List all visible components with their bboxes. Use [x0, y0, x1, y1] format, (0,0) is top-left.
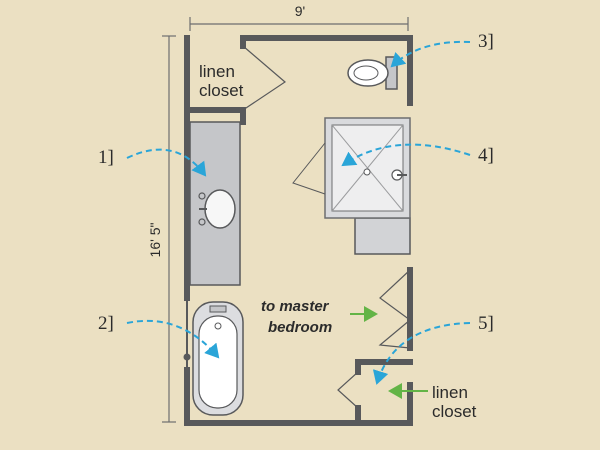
linen-closet-top-label-2: closet — [199, 81, 244, 100]
linen-closet-bottom-label-2: closet — [432, 402, 477, 421]
width-dimension-label: 9' — [295, 3, 305, 19]
callout-2: 2] — [98, 313, 114, 334]
height-dimension-label: 16' 5" — [147, 223, 163, 258]
label-arrows — [350, 306, 428, 399]
callout-5: 5] — [478, 313, 494, 334]
toilet — [347, 56, 398, 90]
callout-arrows — [126, 40, 471, 385]
bathtub — [192, 301, 244, 416]
linen-closet-top-door — [242, 45, 286, 111]
callout-4: 4] — [478, 145, 494, 166]
linen-closet-bottom-label-1: linen — [432, 383, 468, 402]
height-dimension — [162, 35, 176, 423]
tub-wall-segment — [183, 298, 191, 370]
callout-3: 3] — [478, 31, 494, 52]
shower-door — [292, 142, 326, 195]
bedroom-entry-door — [378, 269, 411, 349]
linen-closet-top-label-1: linen — [199, 62, 235, 81]
shower — [324, 117, 411, 255]
to-master-label-1: to master — [261, 298, 330, 315]
walls — [184, 35, 413, 426]
to-master-label-2: bedroom — [268, 319, 332, 336]
linen-closet-bottom-door — [337, 371, 359, 409]
callout-1: 1] — [98, 147, 114, 168]
sink — [198, 189, 236, 229]
width-dimension — [189, 17, 409, 31]
